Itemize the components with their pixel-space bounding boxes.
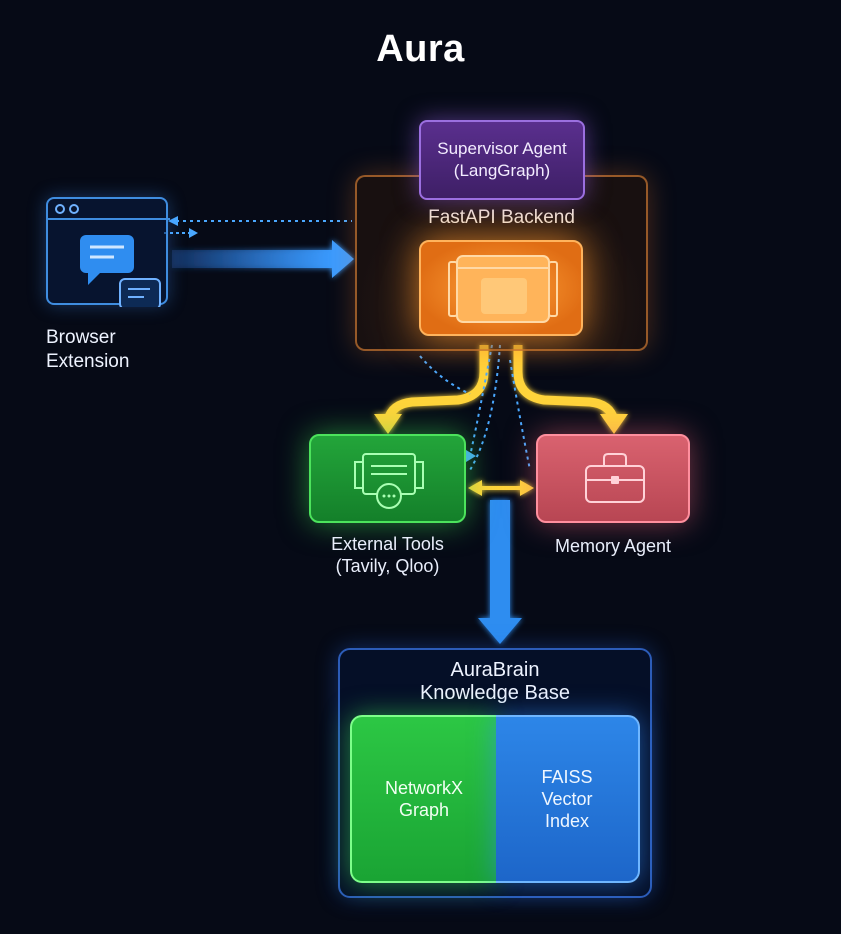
- tools-memory-bidirectional-arrow: [468, 480, 534, 496]
- supervisor-agent-line1: Supervisor Agent: [437, 139, 567, 158]
- memory-agent-label: Memory Agent: [554, 536, 672, 556]
- backend-core-panel: [419, 240, 583, 336]
- faiss-vector-index-panel: FAISS Vector Index: [496, 715, 640, 883]
- browser-extension-label: Browser Extension: [46, 326, 129, 374]
- browser-to-backend-arrow: [172, 240, 354, 278]
- supervisor-agent-line2: (LangGraph): [453, 161, 551, 180]
- memory-agent-box: [536, 434, 690, 523]
- supervisor-agent-box: Supervisor Agent (LangGraph): [419, 120, 585, 200]
- browser-extension-window: [46, 197, 170, 310]
- fastapi-backend-label: FastAPI Backend: [428, 207, 575, 228]
- faiss-line1: FAISS: [541, 767, 593, 787]
- browser-window-icon: [48, 204, 170, 310]
- chat-bubble-icon: [80, 235, 134, 285]
- external-tools-line2: (Tavily, Qloo): [335, 556, 440, 576]
- diagram-title: Aura: [376, 28, 465, 70]
- networkx-graph-panel: NetworkX Graph: [350, 715, 496, 883]
- backend-to-memory-arrow: [513, 345, 628, 434]
- documents-chat-icon: [354, 453, 424, 509]
- networkx-line1: NetworkX: [384, 778, 464, 798]
- knowledge-base-title-line2: Knowledge Base: [419, 682, 571, 704]
- backend-to-tools-arrow: [374, 345, 489, 434]
- faiss-line3: Index: [544, 811, 590, 831]
- hand-pointer-icon: [119, 278, 161, 310]
- browser-extension-label-line2: Extension: [46, 351, 130, 372]
- app-window-icon: [448, 255, 558, 323]
- to-knowledge-base-arrow: [478, 500, 522, 644]
- browser-extension-label-line1: Browser: [46, 327, 116, 348]
- knowledge-base-title-line1: AuraBrain: [450, 659, 540, 681]
- external-tools-label: External Tools (Tavily, Qloo): [300, 533, 475, 577]
- knowledge-base-title: AuraBrain Knowledge Base: [338, 659, 652, 705]
- backend-to-browser-dotted-arrow: [164, 216, 352, 238]
- external-tools-box: [309, 434, 466, 523]
- briefcase-icon: [585, 453, 645, 503]
- external-tools-line1: External Tools: [331, 534, 444, 554]
- faiss-line2: Vector: [541, 789, 593, 809]
- networkx-line2: Graph: [398, 800, 450, 820]
